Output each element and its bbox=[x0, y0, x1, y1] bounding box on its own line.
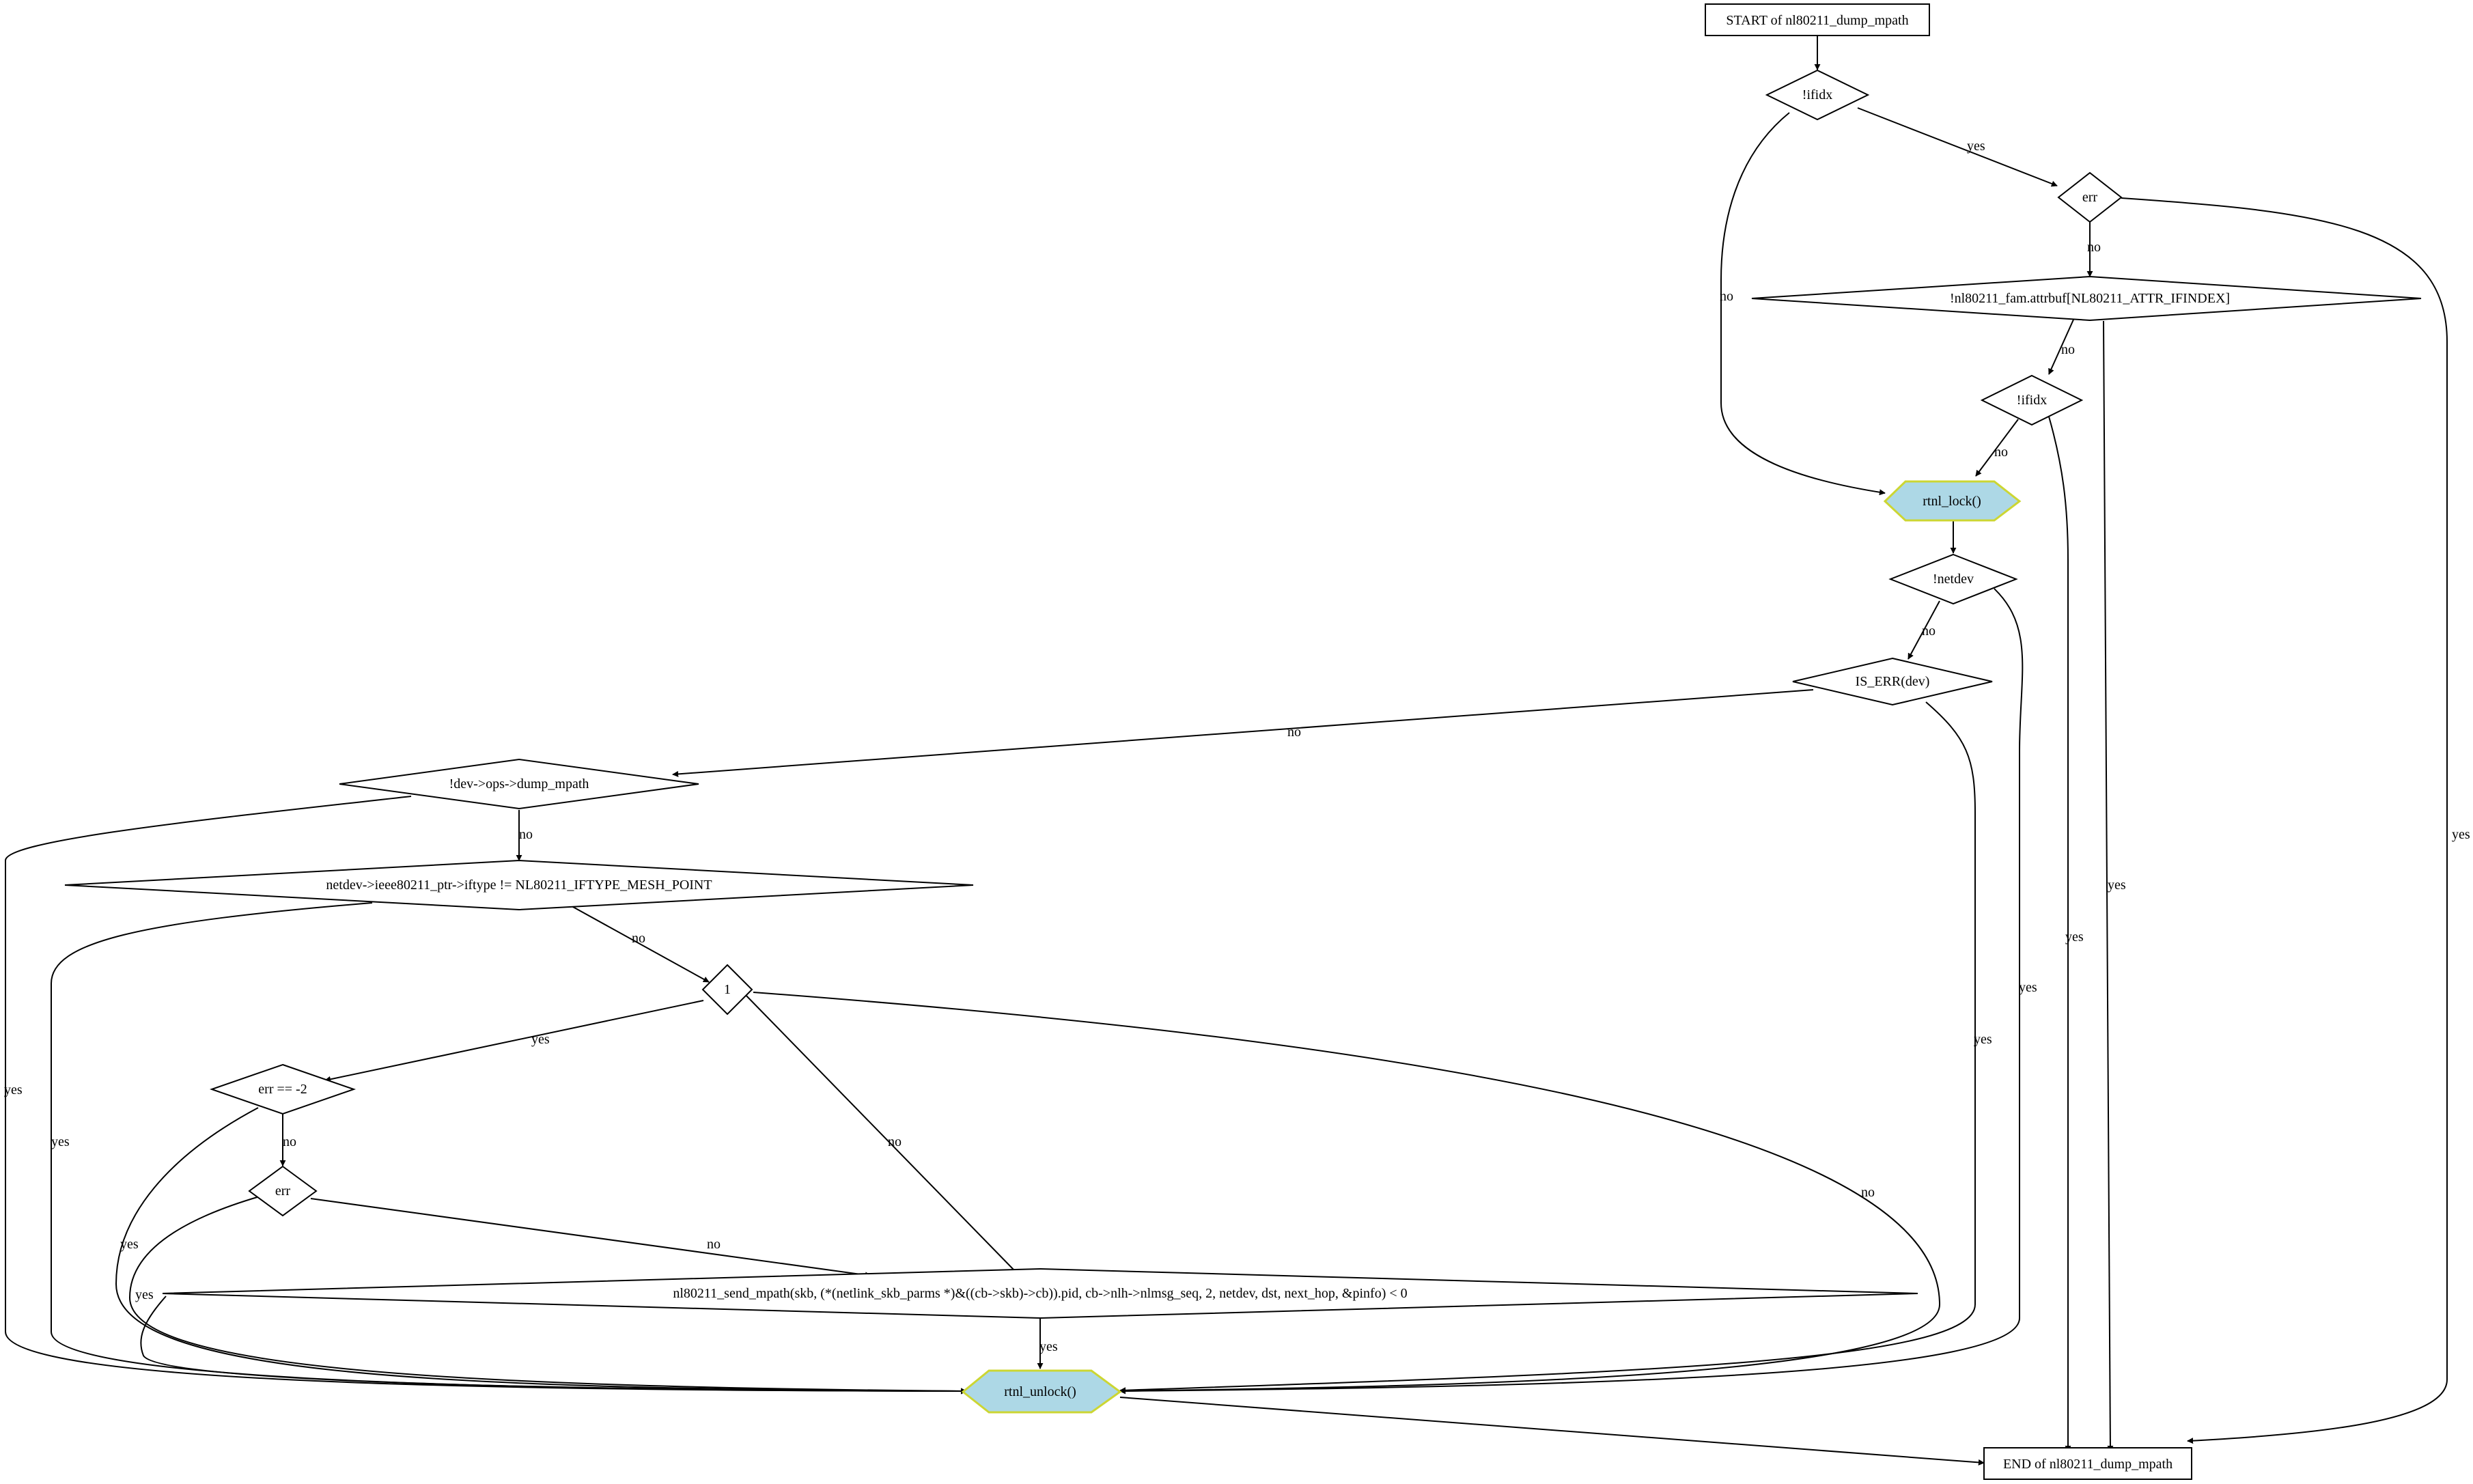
edge-labels: yes no no yes no yes no yes no yes no ye… bbox=[4, 139, 2470, 1354]
node-one-label: 1 bbox=[724, 982, 731, 997]
label-send-one: no bbox=[888, 1134, 902, 1149]
node-iftype-label: netdev->ieee80211_ptr->iftype != NL80211… bbox=[326, 878, 712, 893]
edge-iftype-unlock bbox=[51, 902, 967, 1395]
label-ifidx2-end: yes bbox=[2065, 929, 2084, 944]
edge-one-unlock bbox=[753, 992, 1941, 1395]
label-netdev-is-err: no bbox=[1922, 624, 1936, 639]
edge-one-err-m2 bbox=[324, 1000, 704, 1082]
nodes: START of nl80211_dump_mpath !ifidx err !… bbox=[64, 3, 2422, 1480]
edge-dump-unlock bbox=[5, 796, 967, 1395]
node-err-minus2: err == -2 bbox=[209, 1063, 357, 1115]
node-rtnl-unlock-label: rtnl_unlock() bbox=[1004, 1384, 1076, 1399]
node-rtnl-lock-label: rtnl_lock() bbox=[1923, 494, 1981, 509]
edge-err2-unlock bbox=[128, 1196, 967, 1395]
node-send-mpath-label: nl80211_send_mpath(skb, (*(netlink_skb_p… bbox=[673, 1286, 1407, 1301]
label-attrbuf-end: yes bbox=[2108, 878, 2126, 893]
edges bbox=[5, 36, 2448, 1466]
label-one-unlock: no bbox=[1861, 1185, 1875, 1200]
edge-netdev-is-err bbox=[1908, 600, 1940, 660]
edge-iftype-one bbox=[566, 903, 710, 983]
edge-is-err-unlock bbox=[1119, 701, 1976, 1394]
node-end-label: END of nl80211_dump_mpath bbox=[2003, 1457, 2172, 1472]
node-rtnl-lock[interactable]: rtnl_lock() bbox=[1883, 480, 2022, 522]
node-ifidx-1: !ifidx bbox=[1765, 69, 1870, 121]
label-ifidx1-err1: yes bbox=[1967, 139, 1985, 154]
label-iftype-unlock: yes bbox=[51, 1134, 70, 1149]
node-start-label: START of nl80211_dump_mpath bbox=[1726, 13, 1908, 28]
node-attrbuf-label: !nl80211_fam.attrbuf[NL80211_ATTR_IFINDE… bbox=[1950, 291, 2230, 306]
edge-attrbuf-ifidx2 bbox=[2048, 319, 2074, 375]
label-err2-send: no bbox=[707, 1237, 721, 1252]
edge-unlock-end bbox=[1119, 1397, 1985, 1466]
edge-err-m2-unlock bbox=[115, 1107, 967, 1395]
label-err-m2-err2: no bbox=[283, 1134, 296, 1149]
node-rtnl-unlock[interactable]: rtnl_unlock() bbox=[961, 1369, 1122, 1414]
label-err2-unlock: yes bbox=[135, 1287, 154, 1302]
label-err-m2-unlock: yes bbox=[120, 1237, 139, 1252]
edge-netdev-unlock bbox=[1119, 588, 2024, 1395]
label-ifidx1-rtnl: no bbox=[1720, 289, 1733, 304]
edge-err1-end bbox=[2121, 197, 2448, 1444]
edge-attrbuf-end bbox=[2103, 320, 2114, 1452]
label-dump-iftype: no bbox=[519, 827, 533, 842]
node-dump-mpath: !dev->ops->dump_mpath bbox=[339, 758, 699, 810]
label-iftype-one: no bbox=[632, 931, 645, 946]
node-netdev: !netdev bbox=[1888, 553, 2018, 605]
node-err-1: err bbox=[2057, 171, 2123, 223]
label-ifidx2-rtnl: no bbox=[1994, 445, 2008, 460]
edge-ifidx2-end bbox=[2048, 416, 2071, 1452]
edge-err2-send bbox=[310, 1198, 871, 1278]
label-err1-end: yes bbox=[2452, 827, 2470, 842]
node-err-minus2-label: err == -2 bbox=[258, 1082, 307, 1097]
label-is-err-unlock: yes bbox=[1974, 1032, 1992, 1047]
node-err-2-label: err bbox=[275, 1184, 291, 1199]
node-end: END of nl80211_dump_mpath bbox=[1983, 1447, 2192, 1480]
node-one: 1 bbox=[701, 964, 753, 1016]
node-ifidx-2: !ifidx bbox=[1980, 374, 2084, 426]
label-one-err-m2: yes bbox=[531, 1032, 550, 1047]
node-attrbuf: !nl80211_fam.attrbuf[NL80211_ATTR_IFINDE… bbox=[1751, 275, 2422, 322]
edge-is-err-dump bbox=[672, 689, 1814, 777]
label-attrbuf-ifidx2: no bbox=[2061, 342, 2075, 357]
node-iftype: netdev->ieee80211_ptr->iftype != NL80211… bbox=[64, 859, 974, 911]
edge-send-unlock-left bbox=[140, 1296, 967, 1395]
edge-ifidx1-err1 bbox=[1857, 107, 2058, 187]
node-ifidx-1-label: !ifidx bbox=[1802, 87, 1832, 102]
edge-ifidx2-rtnl bbox=[1975, 419, 2019, 477]
node-err-1-label: err bbox=[2082, 190, 2098, 205]
node-is-err-label: IS_ERR(dev) bbox=[1856, 674, 1930, 689]
node-ifidx-2-label: !ifidx bbox=[2017, 393, 2047, 408]
label-send-unlock: yes bbox=[1039, 1339, 1058, 1354]
label-is-err-dump: no bbox=[1287, 725, 1301, 740]
node-netdev-label: !netdev bbox=[1933, 572, 1974, 587]
label-dump-unlock: yes bbox=[4, 1082, 23, 1097]
node-dump-mpath-label: !dev->ops->dump_mpath bbox=[449, 776, 589, 792]
node-err-2: err bbox=[248, 1165, 318, 1217]
edge-send-one bbox=[740, 990, 1015, 1271]
edge-ifidx1-rtnl bbox=[1720, 112, 1886, 496]
node-is-err: IS_ERR(dev) bbox=[1792, 657, 1993, 706]
label-netdev-unlock: yes bbox=[2019, 980, 2037, 995]
label-err1-attrbuf: no bbox=[2087, 240, 2101, 255]
node-send-mpath: nl80211_send_mpath(skb, (*(netlink_skb_p… bbox=[162, 1268, 1918, 1319]
node-start: START of nl80211_dump_mpath bbox=[1705, 3, 1930, 36]
